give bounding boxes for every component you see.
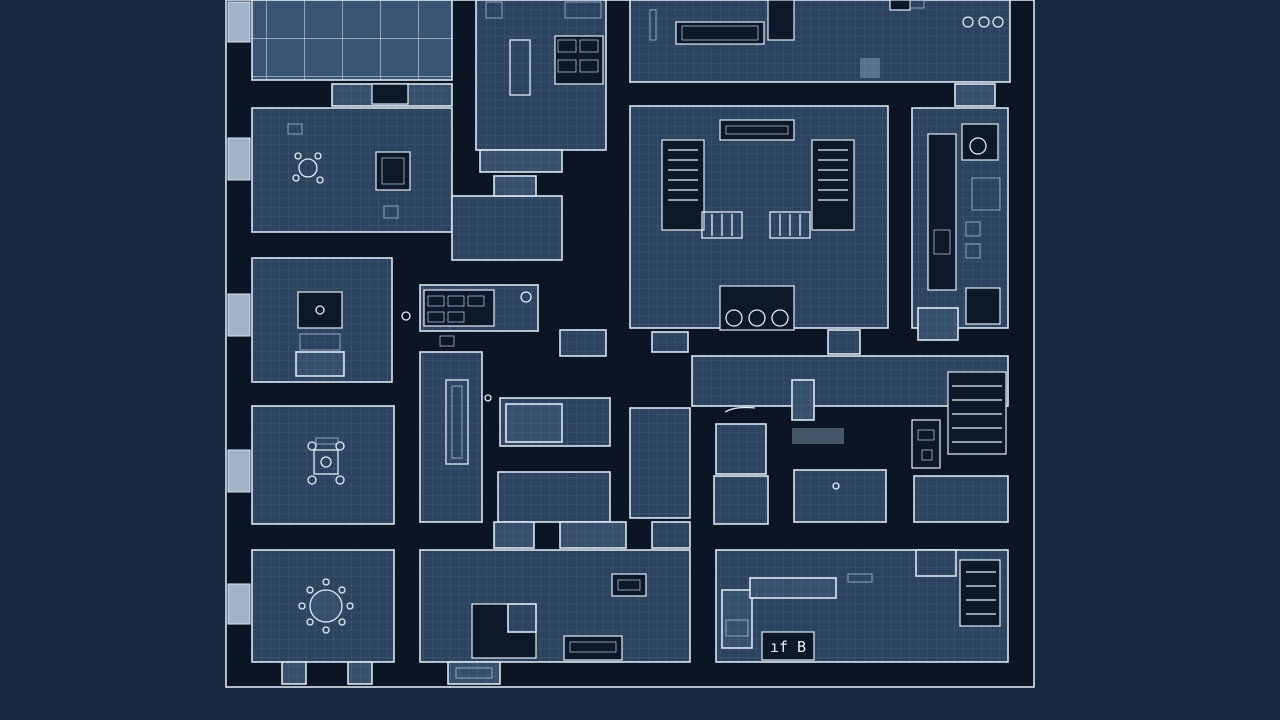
hallways bbox=[493, 175, 1009, 577]
room-left-2 bbox=[251, 107, 563, 261]
room-top-right-hall bbox=[629, 0, 1011, 107]
room-left-3 bbox=[251, 257, 393, 383]
room-bottom-center bbox=[419, 549, 691, 685]
stair-left bbox=[668, 149, 698, 201]
room-top-corridor bbox=[475, 0, 607, 173]
room-label: ıf B bbox=[770, 638, 806, 656]
left-windows bbox=[227, 1, 251, 625]
room-left-4 bbox=[251, 405, 395, 525]
room-center-kitchen bbox=[401, 284, 539, 332]
room-right-tall bbox=[911, 107, 1009, 341]
room-bottom-right: ıf B bbox=[715, 549, 1009, 663]
room-right-middle bbox=[691, 355, 1009, 523]
room-left-5 bbox=[251, 549, 395, 685]
room-top-left-grid bbox=[251, 0, 453, 107]
stair-right bbox=[818, 149, 848, 201]
room-grand-hall bbox=[629, 105, 889, 331]
